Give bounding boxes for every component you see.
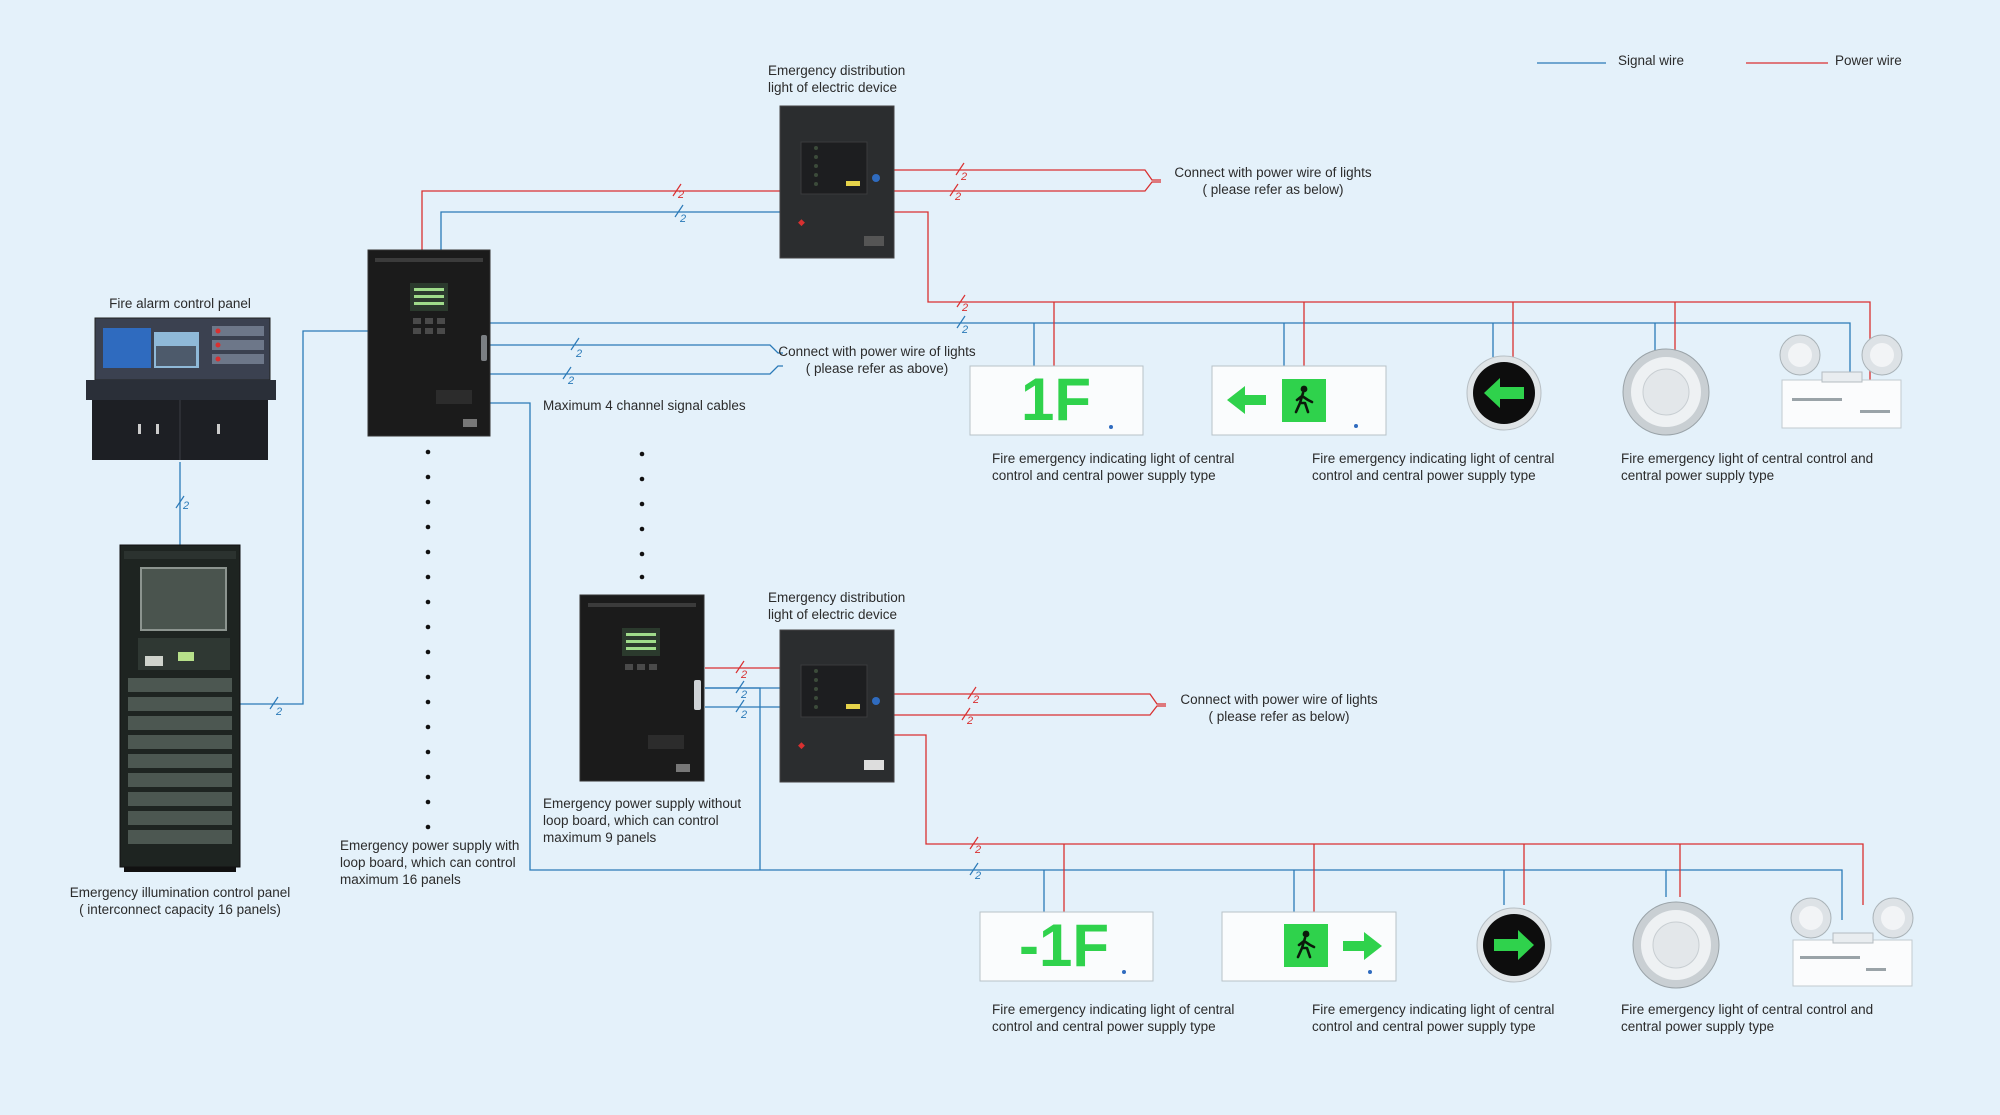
wire-mark-label: 2 <box>974 844 981 856</box>
caption-bottom-sign-minus-1f: Fire emergency indicating light of centr… <box>992 1002 1235 1034</box>
label-dist-bottom: Emergency distribution light of electric… <box>768 590 906 622</box>
label-connect-eps: Connect with power wire of lights ( plea… <box>778 344 976 376</box>
eps-with-loop-board <box>367 249 491 437</box>
legend-power-label: Power wire <box>1835 53 1902 68</box>
wire-mark-label: 2 <box>960 171 967 183</box>
fire-alarm-control-panel <box>86 317 276 460</box>
sign-minus-1f-text: -1F <box>1019 912 1109 979</box>
label-dist-top: Emergency distribution light of electric… <box>768 63 906 95</box>
sign-1f: 1F <box>969 365 1144 436</box>
caption-top-emergency-light: Fire emergency light of central control … <box>1621 451 1874 483</box>
power-wires <box>421 169 1871 912</box>
wire-mark-label: 2 <box>575 348 582 360</box>
label-eps-without-loop: Emergency power supply without loop boar… <box>543 796 742 845</box>
wire-mark-label: 2 <box>567 375 574 387</box>
caption-top-sign-1f: Fire emergency indicating light of centr… <box>992 451 1235 483</box>
wire-mark-label: 2 <box>961 302 968 314</box>
legend-signal-label: Signal wire <box>1618 53 1684 68</box>
wire-mark-label: 2 <box>275 706 282 718</box>
wire-mark-label: 2 <box>679 213 686 225</box>
distribution-device-top: ◆ <box>779 105 895 259</box>
label-fire-alarm-panel: Fire alarm control panel <box>109 296 251 311</box>
dotted-more-column-left <box>425 449 431 830</box>
wire-mark-label: 2 <box>182 500 189 512</box>
wire-mark-label: 2 <box>677 189 684 201</box>
twin-head-emergency-light <box>1779 334 1903 429</box>
wire-mark-label: 2 <box>961 324 968 336</box>
round-sign-arrow-left <box>1466 355 1542 431</box>
emergency-illumination-control-panel <box>119 544 241 872</box>
wire-marks: 2 2 2 2 2 2 2 2 2 2 2 2 2 2 2 2 2 <box>175 162 981 882</box>
twin-head-emergency-light <box>1790 897 1914 987</box>
sign-minus-1f: -1F <box>979 911 1154 982</box>
caption-bottom-emergency-light: Fire emergency light of central control … <box>1621 1002 1874 1034</box>
wire-mark <box>175 495 185 509</box>
legend: Signal wire Power wire <box>1537 53 1902 68</box>
emergency-downlight <box>1632 901 1720 989</box>
wire-mark-label: 2 <box>740 709 747 721</box>
label-illumination-panel: Emergency illumination control panel ( i… <box>69 885 291 917</box>
sign-exit-left <box>1211 365 1387 436</box>
eps-without-loop-board <box>579 594 705 782</box>
emergency-downlight <box>1622 348 1710 436</box>
label-eps-with-loop: Emergency power supply with loop board, … <box>340 838 520 887</box>
dotted-more-column-right <box>639 451 645 580</box>
svg-text:◆: ◆ <box>798 217 805 227</box>
label-connect-top-dist: Connect with power wire of lights ( plea… <box>1174 165 1372 197</box>
svg-text:◆: ◆ <box>798 740 805 750</box>
round-sign-arrow-right <box>1476 907 1552 983</box>
wire-mark-label: 2 <box>974 870 981 882</box>
sign-1f-text: 1F <box>1021 366 1091 433</box>
caption-top-sign-exit: Fire emergency indicating light of centr… <box>1312 451 1555 483</box>
wire-mark-label: 2 <box>966 715 973 727</box>
label-connect-bottom-dist: Connect with power wire of lights ( plea… <box>1180 692 1378 724</box>
caption-bottom-sign-exit: Fire emergency indicating light of centr… <box>1312 1002 1555 1034</box>
sign-exit-right <box>1221 911 1397 982</box>
wire-mark-label: 2 <box>972 694 979 706</box>
label-max-channels: Maximum 4 channel signal cables <box>543 398 746 413</box>
wire-mark-label: 2 <box>954 191 961 203</box>
wire-mark-label: 2 <box>740 689 747 701</box>
signal-wires <box>179 211 1851 920</box>
wire-mark-label: 2 <box>740 669 747 681</box>
distribution-device-bottom: ◆ <box>779 629 895 783</box>
